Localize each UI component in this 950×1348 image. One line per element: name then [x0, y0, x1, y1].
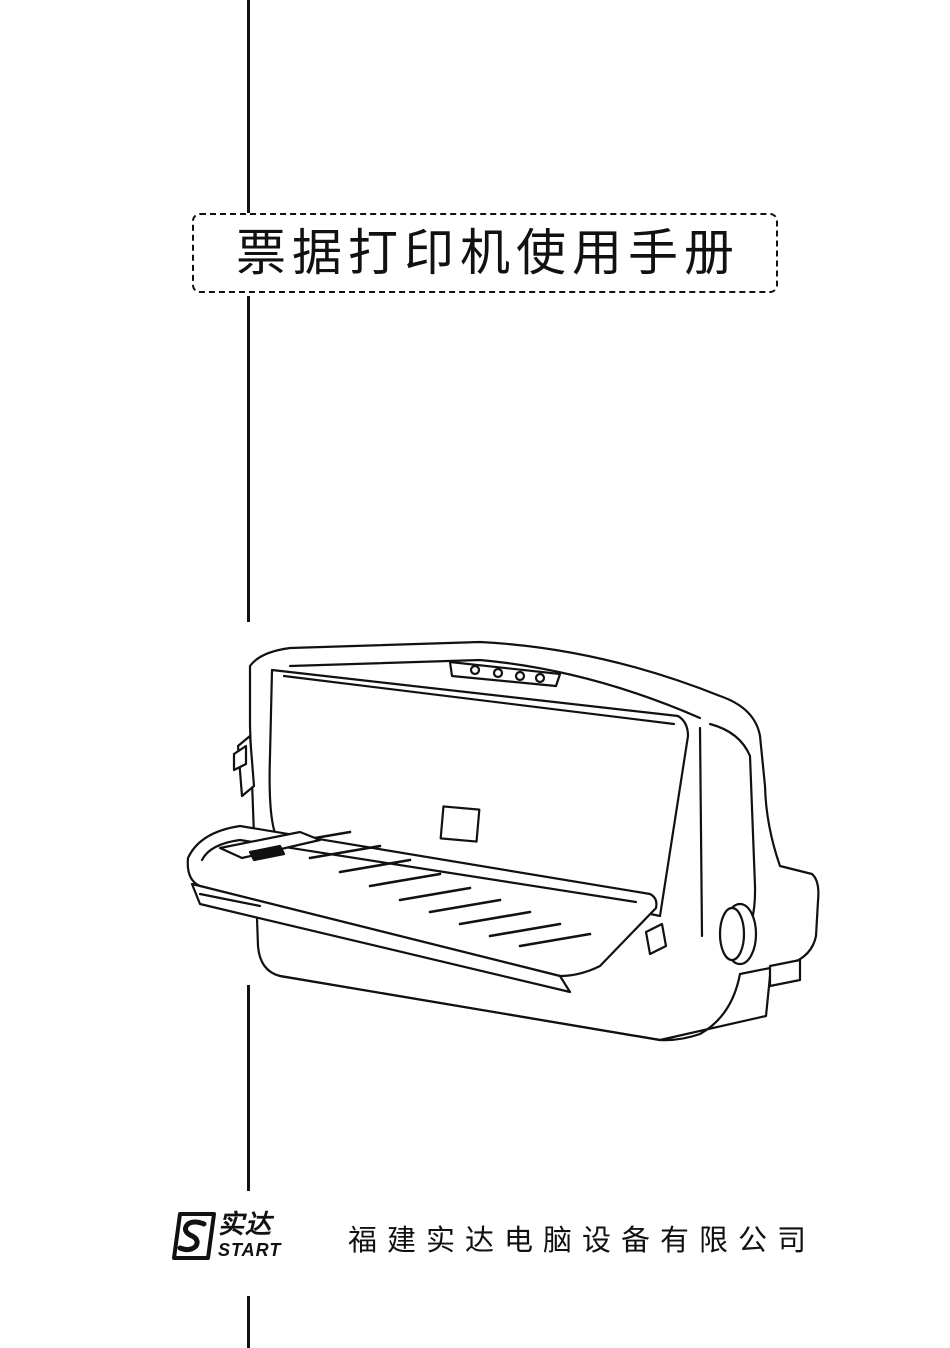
- page-title: 票据打印机使用手册: [236, 224, 740, 282]
- company-logo: 实达 START: [170, 1210, 310, 1266]
- logo-english-text: START: [218, 1240, 282, 1260]
- logo-chinese-text: 实达: [218, 1210, 273, 1240]
- spine-line-top: [247, 0, 250, 213]
- title-frame: 票据打印机使用手册: [192, 213, 778, 293]
- spine-line-bottom: [247, 1296, 250, 1348]
- spine-line-middle: [247, 296, 250, 622]
- spine-line-lower: [247, 985, 250, 1191]
- start-logo-icon: [172, 1212, 216, 1260]
- company-name: 福建实达电脑设备有限公司: [348, 1223, 817, 1257]
- printer-illustration: [186, 640, 820, 1042]
- footer: 实达 START 福建实达电脑设备有限公司: [170, 1210, 810, 1270]
